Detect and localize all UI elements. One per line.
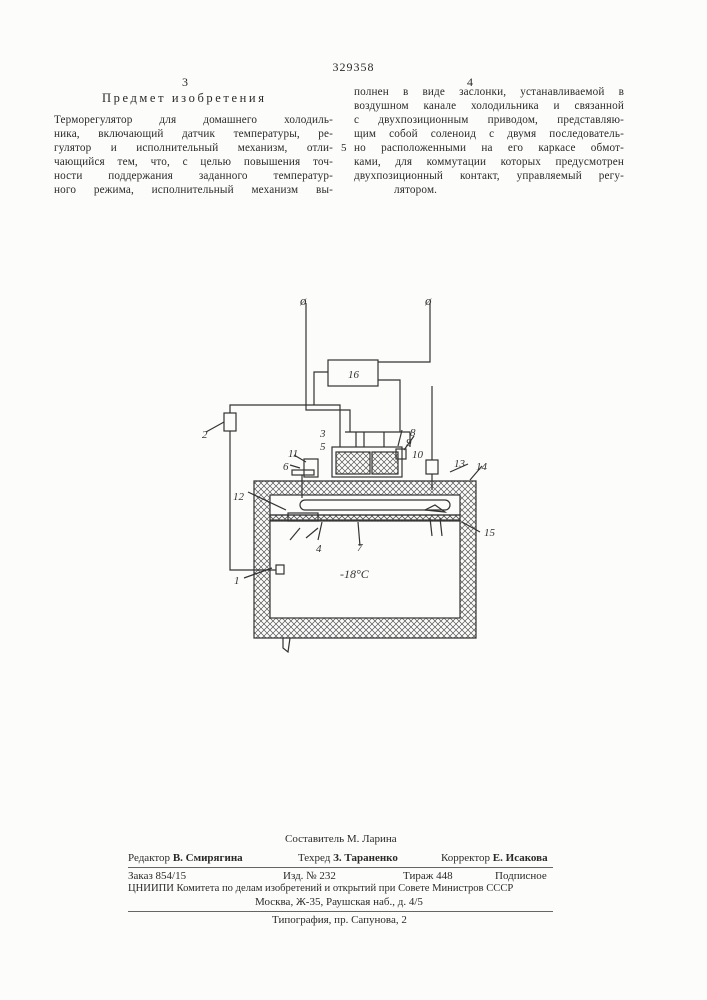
organization-line: ЦНИИПИ Комитета по делам изобретений и о…: [128, 883, 513, 894]
patent-number: 329358: [0, 60, 707, 75]
right-column-text: полнен в виде заслонки, устанавливаемой …: [354, 85, 624, 197]
channel-partition: [270, 515, 460, 521]
editor-line: Редактор В. Смирягина: [128, 852, 243, 864]
label-6: 6: [283, 461, 289, 473]
label-12: 12: [233, 491, 245, 503]
section-heading: Предмет изобретения: [102, 91, 267, 106]
label-13: 13: [454, 458, 466, 470]
terminal-symbol-left: ø: [299, 293, 307, 308]
corrector-line: Корректор Е. Исакова: [441, 852, 548, 864]
regulator-2: [224, 413, 236, 431]
compiler-line: Составитель М. Ларина: [285, 833, 397, 845]
right-line-4: щим собой соленоид с двумя последователь…: [354, 127, 624, 141]
left-column-text: Терморегулятор для домашнего холодиль- н…: [54, 113, 333, 197]
label-11: 11: [288, 448, 298, 460]
temperature-label: -18°C: [340, 567, 370, 581]
compiler-name: М. Ларина: [347, 833, 397, 845]
label-10: 10: [412, 449, 424, 461]
label-4: 4: [316, 543, 322, 555]
refrigerator-diagram: ø ø 16 2 3 5 6 11 8 9 10 13 14 12 4 7 15…: [0, 280, 707, 660]
left-line-5: ности поддержания заданного температур-: [54, 169, 333, 183]
label-3: 3: [319, 428, 326, 440]
label-15: 15: [484, 527, 496, 539]
address-line: Москва, Ж-35, Раушская наб., д. 4/5: [255, 896, 423, 908]
techred-label: Техред: [298, 852, 330, 864]
label-9: 9: [406, 437, 412, 449]
subscription-note: Подписное: [495, 870, 547, 882]
left-line-3: гулятор и исполнительный механизм, отли-: [54, 141, 333, 155]
solenoid-winding-1: [336, 452, 370, 474]
lever-6: [292, 470, 314, 475]
left-column-number: 3: [182, 75, 188, 90]
right-line-3: с двухпозиционным приводом, представляю-: [354, 113, 624, 127]
cabinet-leg: [283, 638, 290, 652]
techred-name: З. Тараненко: [333, 852, 398, 864]
left-line-2: ника, включающий датчик температуры, ре-: [54, 127, 333, 141]
switch-13: [426, 460, 438, 474]
right-line-1: полнен в виде заслонки, устанавливаемой …: [354, 85, 624, 99]
terminal-symbol-right: ø: [424, 293, 432, 308]
solenoid-winding-2: [372, 452, 398, 474]
right-line-2: воздушном канале холодильника и связанно…: [354, 99, 624, 113]
techred-line: Техред З. Тараненко: [298, 852, 398, 864]
editor-name: В. Смирягина: [173, 852, 243, 864]
printing-line: Типография, пр. Сапунова, 2: [272, 914, 407, 926]
right-line-7: двухпозиционный контакт, управляемый рег…: [354, 169, 624, 183]
right-line-8: лятором.: [354, 183, 624, 197]
edition-number: Изд. № 232: [283, 870, 336, 882]
corrector-name: Е. Исакова: [493, 852, 548, 864]
margin-line-number: 5: [341, 142, 347, 154]
print-run: Тираж 448: [403, 870, 453, 882]
label-7: 7: [357, 542, 363, 554]
compiler-label: Составитель: [285, 833, 344, 845]
label-5: 5: [320, 441, 326, 453]
air-channel: [270, 495, 460, 515]
editor-label: Редактор: [128, 852, 170, 864]
footer-divider-2: [128, 911, 553, 912]
corrector-label: Корректор: [441, 852, 490, 864]
label-1: 1: [234, 575, 240, 587]
right-line-6: ками, для коммутации которых предусмотре…: [354, 155, 624, 169]
label-2: 2: [202, 429, 208, 441]
left-line-6: ного режима, исполнительный механизм вы-: [54, 183, 333, 197]
right-line-5: но расположенными на его каркасе обмот-: [354, 141, 624, 155]
order-number: Заказ 854/15: [128, 870, 186, 882]
footer-divider: [128, 867, 553, 868]
label-16: 16: [348, 369, 360, 381]
left-line-4: чающийся тем, что, с целью повышения точ…: [54, 155, 333, 169]
left-line-1: Терморегулятор для домашнего холодиль-: [54, 113, 333, 127]
label-14: 14: [476, 461, 488, 473]
